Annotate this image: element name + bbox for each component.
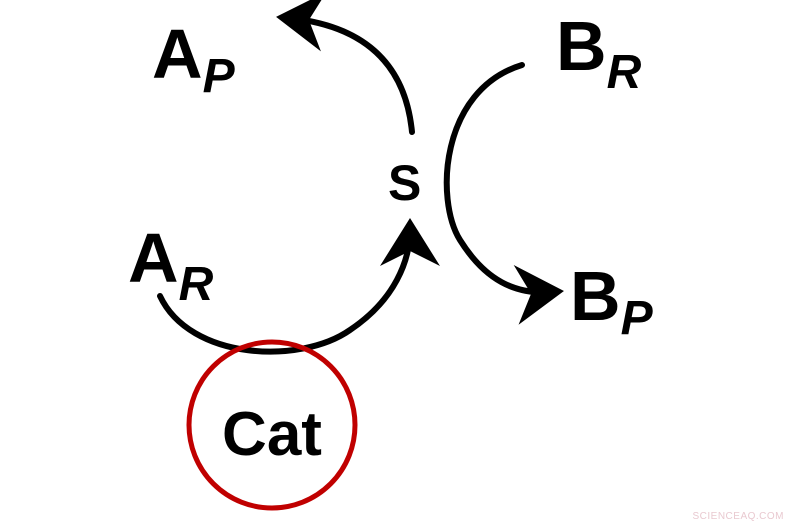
watermark: SCIENCEAQ.COM [692,511,784,522]
label-a-reactant: AR [128,219,214,311]
label-b-product: BP [570,257,654,345]
label-a-product: AP [152,15,236,103]
arrow-br-to-bp [443,62,564,325]
label-b-reactant: BR [556,7,642,99]
label-catalyst: Cat [222,400,322,469]
label-shuttle: S [388,155,421,211]
catalyst-ring [186,339,358,511]
arrow-s-to-ap [276,0,415,135]
arrow-ar-to-s [157,218,440,355]
